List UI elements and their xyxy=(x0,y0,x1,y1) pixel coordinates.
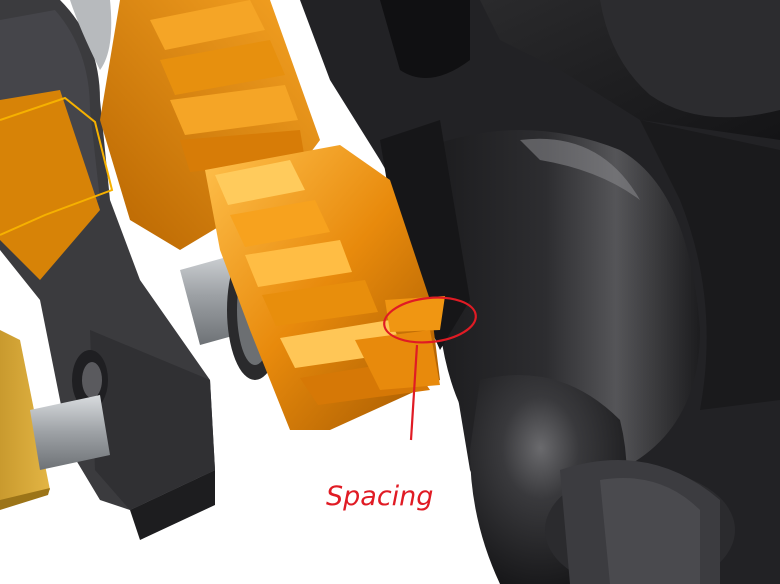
spacing-annotation: Spacing xyxy=(326,296,477,512)
annotation-label: Spacing xyxy=(326,481,433,512)
yellow-part[interactable] xyxy=(0,330,50,510)
annotation-leader-line xyxy=(409,344,419,441)
annotation-circle xyxy=(383,296,477,344)
helical-gear[interactable] xyxy=(205,145,445,430)
selected-face[interactable] xyxy=(0,96,114,236)
right-housing[interactable] xyxy=(300,0,780,584)
